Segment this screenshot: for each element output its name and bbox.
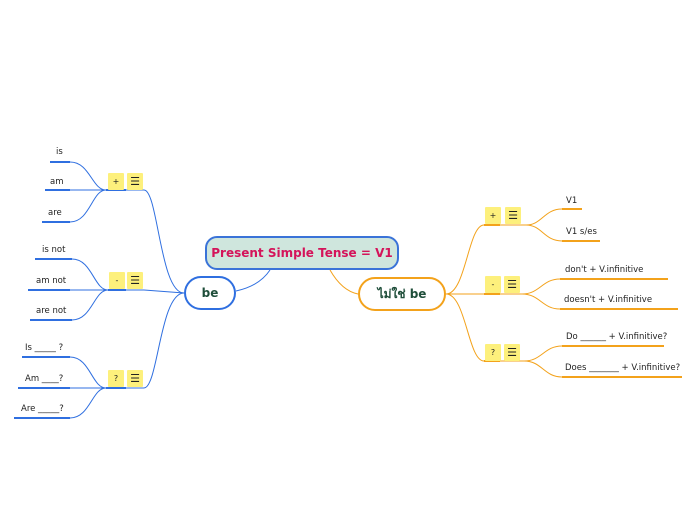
list-lines-icon[interactable]: ☰ — [127, 370, 143, 387]
leaf-v1[interactable]: V1 — [566, 196, 578, 206]
leaf-am-not[interactable]: am not — [36, 276, 67, 286]
leaf-is-not[interactable]: is not — [42, 245, 66, 255]
leaf-do-question[interactable]: Do ______ + V.infinitive? — [566, 332, 668, 342]
group-tag-positive-be[interactable]: + — [108, 173, 124, 190]
leaf-does-question[interactable]: Does _______ + V.infinitive? — [565, 363, 681, 373]
group-tag-negative-not-be[interactable]: - — [485, 276, 501, 293]
list-lines-icon[interactable]: ☰ — [504, 276, 520, 293]
leaf-doesnt-v-infinitive[interactable]: doesn't + V.infinitive — [564, 295, 653, 305]
group-tag-question-not-be[interactable]: ? — [485, 344, 501, 361]
leaf-are[interactable]: are — [48, 208, 62, 218]
list-lines-icon[interactable]: ☰ — [505, 207, 521, 224]
main-topic-be[interactable]: be — [184, 276, 236, 310]
leaf-dont-v-infinitive[interactable]: don't + V.infinitive — [565, 265, 644, 275]
list-lines-icon[interactable]: ☰ — [127, 272, 143, 289]
leaf-am[interactable]: am — [50, 177, 64, 187]
leaf-is[interactable]: is — [56, 147, 63, 157]
leaf-am-question[interactable]: Am ____? — [25, 374, 64, 384]
leaf-are-not[interactable]: are not — [36, 306, 67, 316]
central-topic[interactable]: Present Simple Tense = V1 — [205, 236, 399, 270]
leaf-are-question[interactable]: Are _____? — [21, 404, 64, 414]
group-tag-positive-not-be[interactable]: + — [485, 207, 501, 224]
list-lines-icon[interactable]: ☰ — [504, 344, 520, 361]
main-topic-not-be[interactable]: ไม่ใช่ be — [358, 277, 446, 311]
list-lines-icon[interactable]: ☰ — [127, 173, 143, 190]
leaf-v1-s-es[interactable]: V1 s/es — [566, 227, 597, 237]
group-tag-negative-be[interactable]: - — [109, 272, 125, 289]
leaf-is-question[interactable]: Is _____ ? — [25, 343, 64, 353]
group-tag-question-be[interactable]: ? — [108, 370, 124, 387]
